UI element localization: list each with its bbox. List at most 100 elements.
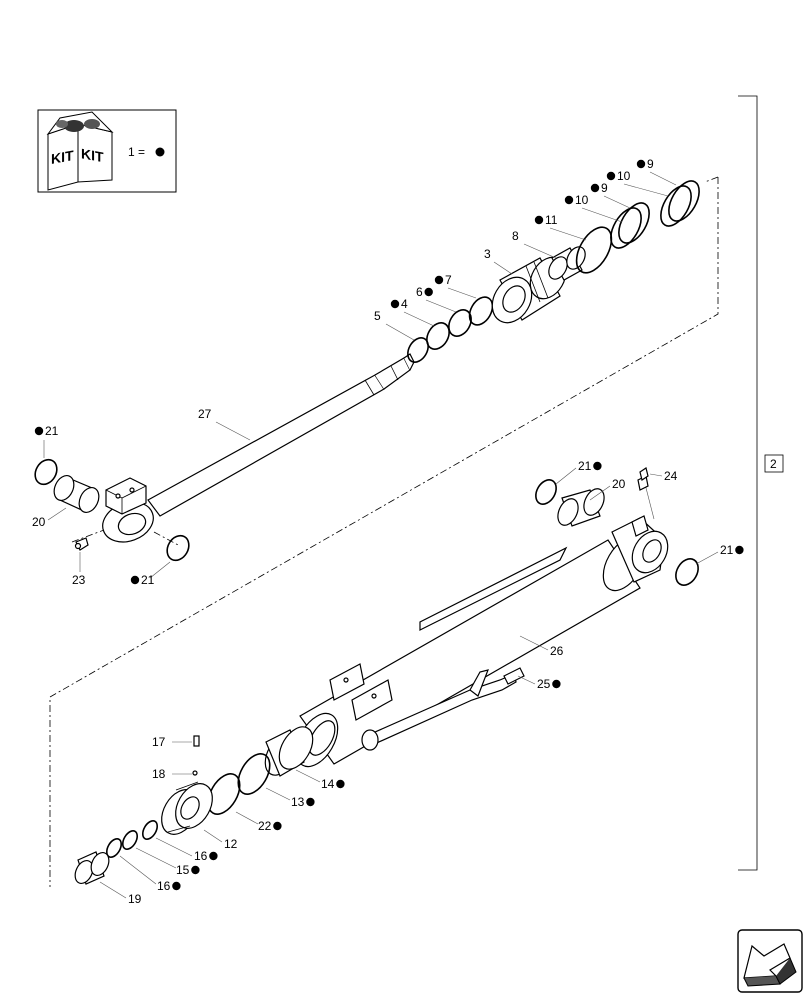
callout-number: 21 [141, 573, 155, 587]
kit-legend: KIT KIT 1 = [37, 109, 177, 193]
callout-26: 26 [519, 635, 564, 658]
assembly-frame [49, 176, 719, 887]
callout-number: 21 [45, 424, 59, 438]
callout-number: 6 [416, 285, 423, 299]
callout-leader-line [203, 829, 223, 843]
callout-leader-line [447, 287, 477, 299]
callout-leader-line [519, 635, 549, 651]
cylinder-barrel [295, 483, 669, 768]
callout-number: 14 [321, 777, 335, 791]
callout-leader-line [265, 787, 291, 801]
callout-number: 20 [612, 477, 626, 491]
kit-dot-icon [191, 865, 200, 875]
callout-20: 20 [32, 507, 67, 529]
callout-leader-line [295, 769, 321, 783]
callout-16: 16 [155, 837, 218, 863]
callout-leader-line [135, 847, 177, 869]
next-page-arrow-icon[interactable] [737, 929, 803, 993]
callout-leader-line [589, 485, 611, 501]
kit-dot-icon [172, 881, 181, 891]
kit-dot-icon [564, 195, 574, 205]
callout-number: 24 [664, 469, 678, 483]
group-bracket: 2 [738, 95, 784, 871]
kit-dot-icon [434, 275, 444, 285]
callout-number: 22 [258, 819, 272, 833]
kit-dot-icon [534, 215, 544, 225]
callout-leader-line [523, 243, 557, 259]
callout-19: 19 [99, 881, 142, 906]
base-end-parts [535, 467, 699, 586]
piston-rod [102, 353, 415, 547]
kit-dot-icon [590, 183, 600, 193]
callout-7: 7 [434, 273, 477, 299]
kit-dot-icon [306, 797, 315, 807]
callout-number: 27 [198, 407, 212, 421]
kit-label-right: KIT [81, 145, 104, 165]
callout-number: 13 [291, 795, 305, 809]
callout-leader-line [517, 675, 536, 685]
callout-27: 27 [198, 407, 251, 441]
kit-dot-icon [593, 461, 602, 471]
callout-20: 20 [589, 477, 626, 501]
gland-parts [407, 180, 700, 363]
kit-dot-icon [735, 545, 744, 555]
callout-9: 9 [590, 181, 631, 209]
callout-number: 9 [647, 157, 654, 171]
kit-dot-icon [390, 299, 400, 309]
callout-number: 19 [128, 892, 142, 906]
callout-number: 12 [224, 837, 238, 851]
callout-number: 18 [152, 767, 166, 781]
callout-3: 3 [484, 247, 513, 275]
callout-number: 20 [32, 515, 46, 529]
callout-number: 15 [176, 863, 190, 877]
callout-25: 25 [517, 675, 561, 691]
callout-leader-line [649, 171, 677, 186]
callout-number: 7 [445, 273, 452, 287]
callout-leader-line [581, 207, 623, 223]
callout-10: 10 [606, 169, 669, 197]
kit-dot-icon [34, 426, 44, 436]
callout-leader-line [649, 473, 663, 477]
callout-leader-line [235, 811, 259, 825]
callout-17: 17 [152, 735, 192, 749]
callout-12: 12 [203, 829, 238, 851]
kit-legend-equation: 1 = [128, 145, 145, 159]
callout-number: 21 [720, 543, 734, 557]
kit-label-left: KIT [51, 147, 74, 167]
callout-leader-line [47, 507, 67, 521]
callout-number: 17 [152, 735, 166, 749]
callout-number: 8 [512, 229, 519, 243]
kit-dot-icon [336, 779, 345, 789]
kit-dot-icon [424, 287, 433, 297]
callout-leader-line [555, 467, 577, 485]
callout-leader-line [385, 323, 415, 341]
callout-22: 22 [235, 811, 282, 833]
callout-number: 25 [537, 677, 551, 691]
callout-number: 9 [601, 181, 608, 195]
callout-number: 16 [157, 879, 171, 893]
kit-dot-icon [273, 821, 282, 831]
callout-leader-line [403, 311, 435, 327]
piston-parts [74, 726, 314, 885]
callout-number: 10 [617, 169, 631, 183]
callout-4: 4 [390, 297, 435, 327]
callout-leader-line [603, 195, 631, 209]
rod-end-parts [34, 458, 190, 562]
callout-number: 11 [545, 213, 558, 227]
callout-leader-line [695, 551, 719, 565]
callout-13: 13 [265, 787, 315, 809]
group-reference: 2 [770, 457, 777, 471]
callout-24: 24 [649, 469, 678, 483]
callout-21: 21 [130, 561, 171, 587]
callout-21: 21 [695, 543, 744, 565]
callout-number: 16 [194, 849, 208, 863]
kit-dot-icon [130, 575, 140, 585]
callout-6: 6 [416, 285, 457, 313]
callout-number: 5 [374, 309, 381, 323]
callout-9: 9 [636, 157, 677, 186]
callout-14: 14 [295, 769, 345, 791]
callout-leader-line [623, 183, 669, 197]
callout-23: 23 [72, 552, 86, 587]
